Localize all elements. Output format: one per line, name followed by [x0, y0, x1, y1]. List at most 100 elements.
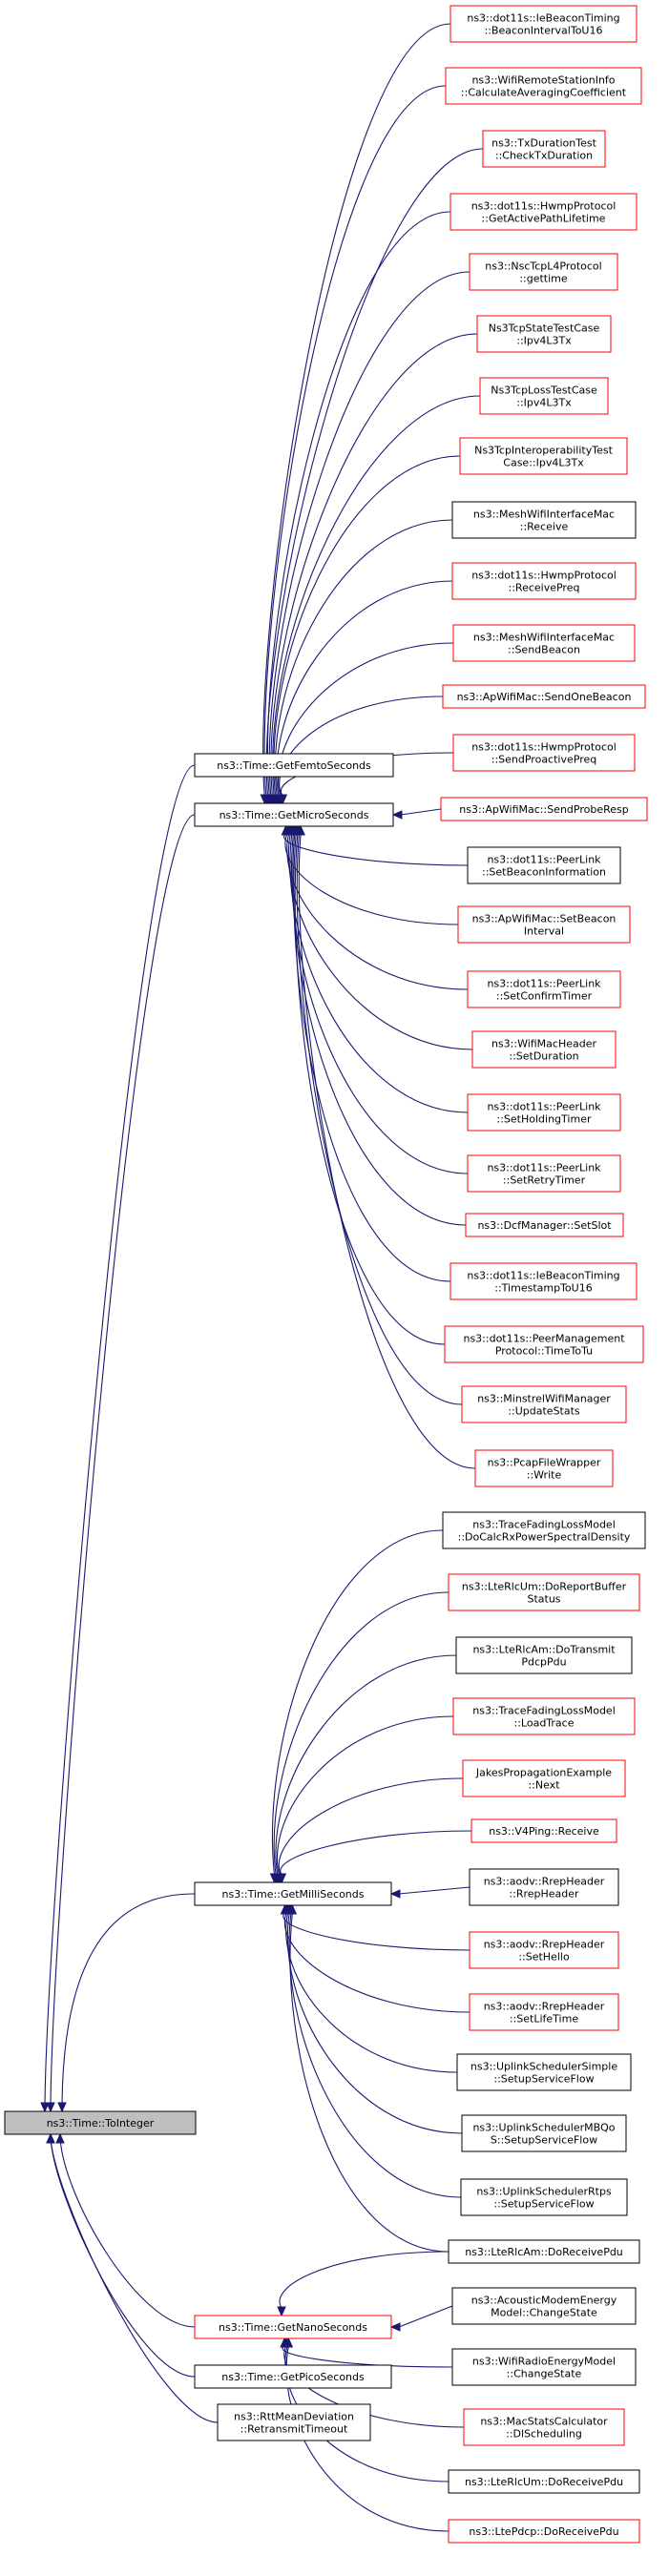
call-edge [282, 2345, 453, 2368]
graph-node-m5[interactable]: ns3::NscTcpL4Protocol::gettime [469, 253, 618, 291]
call-edge [398, 1886, 470, 1895]
node-label: ::SetBeaconInformation [482, 866, 606, 879]
graph-node-m11[interactable]: ns3::MeshWifiInterfaceMac::SendBeacon [452, 624, 636, 662]
graph-node-m23[interactable]: ns3::dot11s::PeerManagementProtocol::Tim… [444, 1325, 644, 1363]
graph-node-l6[interactable]: ns3::V4Ping::Receive [470, 1818, 617, 1843]
call-edge [293, 833, 451, 1282]
call-edge [283, 833, 469, 866]
edge-arrowhead [391, 810, 403, 820]
node-box [451, 2348, 637, 2386]
node-label: ns3::V4Ping::Receive [489, 1825, 599, 1838]
graph-node-l11[interactable]: ns3::UplinkSchedulerMBQoS::SetupServiceF… [461, 2114, 627, 2152]
graph-node-get_micro[interactable]: ns3::Time::GetMicroSeconds [194, 802, 394, 827]
node-label: ns3::dot11s::PeerLink [487, 854, 601, 866]
node-box [476, 315, 612, 353]
graph-node-l7[interactable]: ns3::aodv::RrepHeader::RrepHeader [469, 1868, 619, 1906]
graph-node-m7[interactable]: Ns3TcpLossTestCase::Ipv4L3Tx [479, 377, 609, 415]
graph-node-get_milli[interactable]: ns3::Time::GetMilliSeconds [194, 1881, 392, 1906]
graph-node-m18[interactable]: ns3::WifiMacHeader::SetDuration [471, 1030, 617, 1069]
graph-node-m17[interactable]: ns3::dot11s::PeerLink::SetConfirmTimer [467, 970, 621, 1008]
graph-node-m13[interactable]: ns3::dot11s::HwmpProtocol::SendProactive… [452, 734, 636, 772]
graph-node-m20[interactable]: ns3::dot11s::PeerLink::SetRetryTimer [467, 1154, 621, 1193]
node-box [451, 562, 637, 600]
node-label: Model::ChangeState [491, 2307, 597, 2319]
node-box [452, 1697, 636, 1735]
call-edge [278, 1777, 464, 1876]
graph-node-n0[interactable]: ns3::LteRlcAm::DoReceivePdu [448, 2239, 640, 2264]
graph-node-m14[interactable]: ns3::ApWifiMac::SendProbeResp [440, 797, 648, 821]
graph-node-m22[interactable]: ns3::dot11s::IeBeaconTiming::TimestampTo… [449, 1262, 638, 1300]
graph-node-n3[interactable]: ns3::MacStatsCalculator::DlScheduling [463, 2408, 625, 2446]
graph-node-m1[interactable]: ns3::dot11s::IeBeaconTiming::BeaconInter… [449, 5, 638, 43]
edge-arrowhead [46, 2102, 55, 2113]
graph-node-l5[interactable]: JakesPropagationExample::Next [462, 1759, 626, 1797]
graph-node-m19[interactable]: ns3::dot11s::PeerLink::SetHoldingTimer [467, 1093, 621, 1132]
graph-node-get_femto[interactable]: ns3::Time::GetFemtoSeconds [194, 753, 394, 778]
graph-node-rtt[interactable]: ns3::RttMeanDeviation::RetransmitTimeout [217, 2403, 371, 2441]
graph-node-get_nano[interactable]: ns3::Time::GetNanoSeconds [194, 2315, 392, 2339]
node-box [469, 253, 618, 291]
graph-node-l8[interactable]: ns3::aodv::RrepHeader::SetHello [469, 1931, 619, 1969]
graph-node-m3[interactable]: ns3::TxDurationTest::CheckTxDuration [482, 130, 606, 168]
graph-node-l9[interactable]: ns3::aodv::RrepHeader::SetLifeTime [469, 1993, 619, 2031]
node-box [448, 2239, 640, 2264]
node-label: ::SetHello [518, 1951, 570, 1963]
edge-arrowhead [277, 2306, 286, 2317]
call-edge [274, 519, 453, 797]
graph-node-m4[interactable]: ns3::dot11s::HwmpProtocol::GetActivePath… [449, 193, 638, 231]
graph-node-m12[interactable]: ns3::ApWifiMac::SendOneBeacon [442, 684, 646, 709]
node-box [459, 437, 628, 475]
node-box [448, 1573, 640, 1611]
graph-node-to_integer[interactable]: ns3::Time::ToInteger [4, 2110, 197, 2135]
node-box [482, 130, 606, 168]
node-box [467, 970, 621, 1008]
graph-node-l10[interactable]: ns3::UplinkSchedulerSimple::SetupService… [456, 2053, 632, 2091]
graph-node-m15[interactable]: ns3::dot11s::PeerLink::SetBeaconInformat… [467, 846, 621, 884]
graph-node-l12[interactable]: ns3::UplinkSchedulerRtps::SetupServiceFl… [460, 2178, 628, 2216]
edge-arrowhead [389, 1889, 401, 1899]
call-edge [59, 2133, 196, 2328]
graph-node-m9[interactable]: ns3::MeshWifiInterfaceMac::Receive [451, 501, 637, 539]
node-label: ::RrepHeader [509, 1888, 579, 1901]
call-edge [277, 1715, 454, 1876]
graph-node-l1[interactable]: ns3::TraceFadingLossModel::DoCalcRxPower… [442, 1511, 646, 1549]
call-edge [284, 833, 459, 925]
node-box [217, 2403, 371, 2441]
graph-node-m2[interactable]: ns3::WifiRemoteStationInfo::CalculateAve… [445, 67, 642, 105]
graph-node-m10[interactable]: ns3::dot11s::HwmpProtocol::ReceivePreq [451, 562, 637, 600]
node-label: ns3::Time::ToInteger [47, 2117, 155, 2129]
call-edge [283, 1912, 470, 2013]
graph-node-m25[interactable]: ns3::PcapFileWrapper::Write [474, 1449, 614, 1487]
node-label: ns3::dot11s::IeBeaconTiming [467, 1270, 619, 1282]
call-edge [272, 395, 481, 797]
node-label: ns3::dot11s::HwmpProtocol [471, 741, 617, 754]
graph-node-n2[interactable]: ns3::WifiRadioEnergyModel::ChangeState [451, 2348, 637, 2386]
node-label: ns3::dot11s::PeerLink [487, 1162, 601, 1174]
node-box [194, 1881, 392, 1906]
graph-node-n4[interactable]: ns3::LteRlcUm::DoReceivePdu [448, 2469, 640, 2494]
graph-node-m21[interactable]: ns3::DcfManager::SetSlot [465, 1213, 624, 1237]
graph-node-n5[interactable]: ns3::LtePdcp::DoReceivePdu [448, 2519, 640, 2544]
call-edge [292, 833, 467, 1226]
graph-node-n1[interactable]: ns3::AcousticModemEnergyModel::ChangeSta… [451, 2287, 637, 2325]
edge-arrowhead [296, 824, 305, 836]
call-edge [273, 1591, 449, 1876]
edge-arrowhead [55, 2132, 65, 2144]
node-label: ns3::Time::GetMicroSeconds [220, 809, 369, 821]
node-box [469, 1993, 619, 2031]
node-box [449, 193, 638, 231]
node-label: ::SetupServiceFlow [493, 2073, 594, 2086]
graph-node-l4[interactable]: ns3::TraceFadingLossModel::LoadTrace [452, 1697, 636, 1735]
node-label: Protocol::TimeToTu [495, 1345, 593, 1358]
graph-node-get_pico[interactable]: ns3::Time::GetPicoSeconds [194, 2364, 392, 2389]
graph-node-m6[interactable]: Ns3TcpStateTestCase::Ipv4L3Tx [476, 315, 612, 353]
node-box [194, 753, 394, 778]
node-label: ::Ipv4L3Tx [516, 397, 572, 409]
node-box [461, 1385, 627, 1423]
call-edge [266, 211, 451, 797]
graph-node-m24[interactable]: ns3::MinstrelWifiManager::UpdateStats [461, 1385, 627, 1423]
